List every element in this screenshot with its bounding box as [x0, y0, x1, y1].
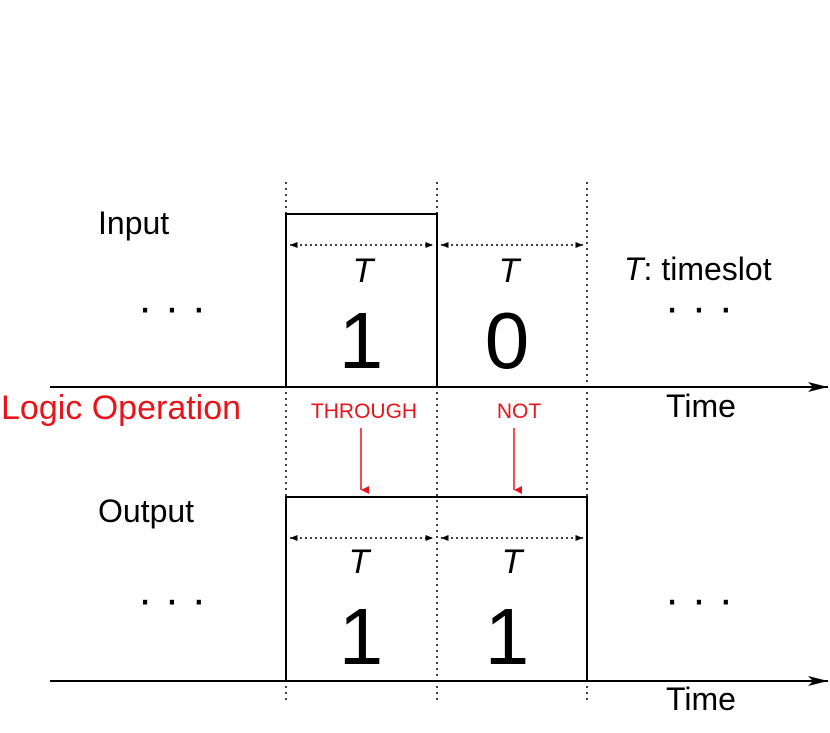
output-ellipsis-left: · · · — [138, 575, 206, 624]
input-slot-1-bit: 1 — [339, 296, 384, 385]
output-signal — [285, 496, 588, 680]
input-signal — [285, 213, 438, 386]
output-slot-2-period: T — [502, 543, 525, 581]
timeslot-legend-text: : timeslot — [644, 251, 772, 287]
input-slot-2-bit: 0 — [485, 296, 530, 385]
input-slot-2-period: T — [499, 252, 522, 290]
logic-operation-label: Logic Operation — [1, 389, 241, 427]
input-slot-1-period: T — [353, 252, 376, 290]
input-time-label: Time — [666, 388, 736, 424]
operation-through: THROUGH — [311, 400, 417, 423]
input-ellipsis-left: · · · — [138, 283, 206, 332]
output-slot-2-bit: 1 — [485, 592, 530, 681]
output-time-label: Time — [666, 681, 736, 717]
output-label: Output — [98, 493, 194, 529]
output-slot-1-period: T — [349, 543, 372, 581]
output-ellipsis-right: · · · — [665, 575, 733, 624]
slot-boundaries — [285, 182, 588, 700]
timeslot-legend-symbol: T — [624, 251, 646, 287]
output-slot-1-bit: 1 — [339, 592, 384, 681]
input-ellipsis-right: · · · — [665, 283, 733, 332]
input-label: Input — [98, 205, 169, 241]
operation-not: NOT — [497, 400, 542, 423]
timeslot-legend: T: timeslot — [624, 251, 772, 287]
